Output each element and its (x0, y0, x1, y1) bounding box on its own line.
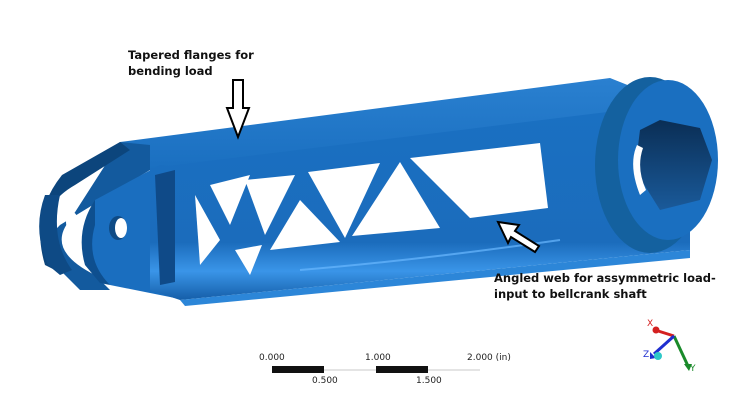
web-opening-1 (210, 175, 250, 225)
web-opening-2 (195, 195, 220, 265)
x-axis-label: X (647, 319, 654, 329)
annotation-line: Angled web for assymmetric load- (494, 271, 716, 285)
annotation-angled-web: Angled web for assymmetric load- input t… (494, 270, 716, 302)
scale-label-0: 0.000 (259, 353, 285, 363)
scale-label-1-5: 1.500 (416, 376, 442, 386)
scale-segment (272, 366, 324, 373)
annotation-line: Tapered flanges for (128, 48, 254, 62)
annotation-tapered-flanges: Tapered flanges for bending load (128, 47, 254, 79)
annotation-line: input to bellcrank shaft (494, 287, 647, 301)
web-opening-9 (410, 143, 548, 218)
scale-label-0-5: 0.500 (312, 376, 338, 386)
scale-label-1: 1.000 (365, 353, 391, 363)
origin-sphere-icon (654, 352, 662, 360)
web-opening-4 (235, 245, 262, 275)
z-axis-icon (652, 334, 676, 356)
top-flange (110, 78, 660, 170)
hex-bore (635, 120, 712, 210)
clevis-hole-rear (66, 212, 78, 232)
web-opening-3 (245, 175, 295, 235)
scale-segment (376, 366, 428, 373)
y-axis-label: Y (690, 364, 696, 374)
scale-label-2: 2.000 (in) (467, 353, 511, 363)
down-arrow-icon (225, 79, 251, 140)
y-axis-icon (672, 335, 690, 367)
web-opening-8 (352, 162, 440, 236)
z-axis-label: Z (643, 350, 650, 360)
web-opening-7 (270, 200, 340, 250)
rear-clevis-plate (46, 142, 150, 290)
annotation-line: bending load (128, 64, 213, 78)
diagonal-arrow-icon (496, 220, 541, 254)
web-opening-6 (308, 163, 380, 238)
